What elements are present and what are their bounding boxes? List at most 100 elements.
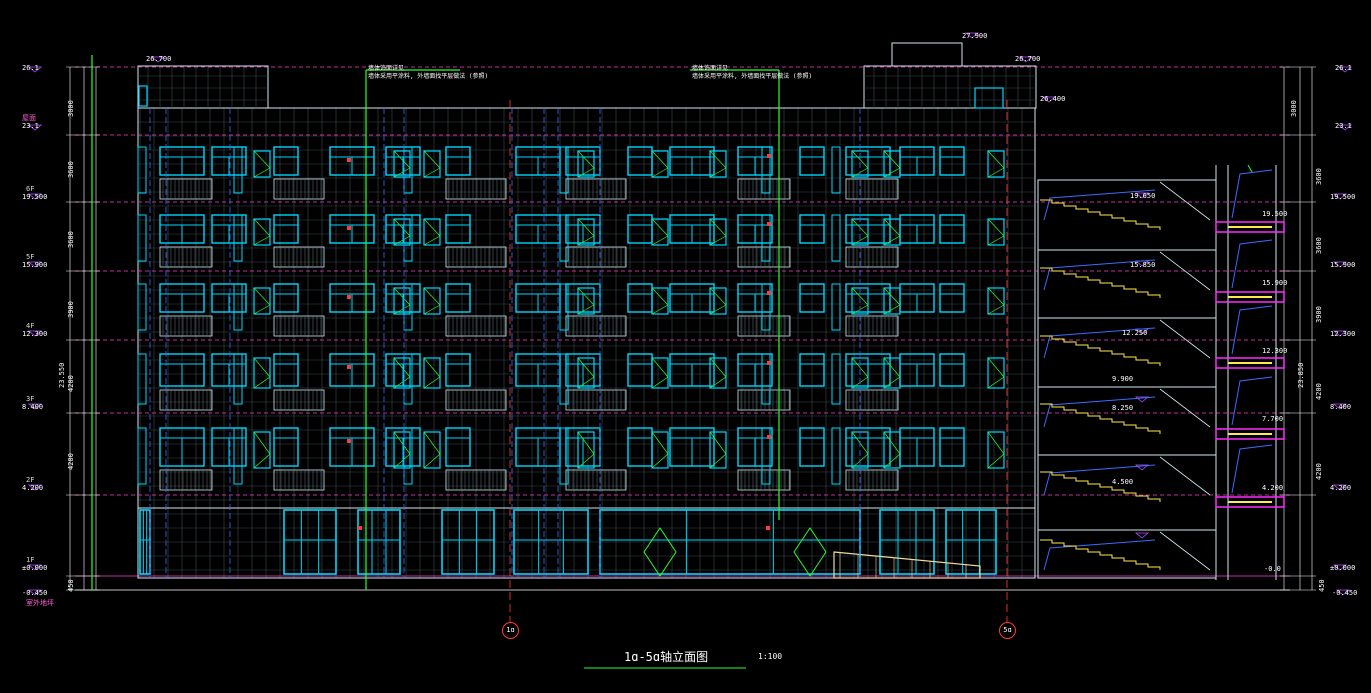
level-marker-right bbox=[1337, 66, 1353, 73]
dim-left-5: 4200 bbox=[67, 453, 75, 470]
balcony-railing bbox=[845, 246, 899, 268]
balcony-railing bbox=[737, 469, 791, 491]
roof-window-left bbox=[138, 85, 148, 107]
dim-right-6: 450 bbox=[1318, 579, 1326, 592]
window-frame bbox=[273, 427, 299, 467]
balcony-railing bbox=[845, 389, 899, 411]
casement-window bbox=[577, 431, 595, 469]
casement-swing bbox=[883, 150, 901, 169]
dim-right-1: 3600 bbox=[1315, 168, 1323, 185]
vertical-slot bbox=[761, 214, 771, 262]
window-frame bbox=[939, 427, 965, 467]
level-right-8-4: 8.400 bbox=[1330, 403, 1352, 411]
axis-bubble-1a[interactable]: 1ɑ bbox=[502, 622, 519, 639]
balcony-railing bbox=[565, 246, 627, 268]
casement-window bbox=[987, 287, 1005, 315]
casement-swing bbox=[651, 431, 669, 455]
balcony-railing bbox=[159, 469, 213, 491]
casement-swing bbox=[709, 167, 727, 178]
casement-swing bbox=[393, 150, 411, 169]
casement-swing bbox=[577, 357, 595, 378]
window-frame bbox=[799, 146, 825, 176]
casement-window bbox=[651, 357, 669, 389]
casement-swing bbox=[393, 218, 411, 237]
vertical-slot bbox=[559, 214, 569, 262]
casement-swing bbox=[393, 357, 411, 378]
casement-window bbox=[709, 431, 727, 469]
balcony-railing bbox=[845, 315, 899, 337]
roof-level-right: 26.700 bbox=[1015, 55, 1041, 63]
roof-level-marker bbox=[964, 32, 980, 39]
note-1-body: 墙体采用平涂料, 外墙面找平层做法 (参照) bbox=[368, 73, 489, 80]
balcony-railing bbox=[159, 178, 213, 200]
ramp-right-level-3: 12.300 bbox=[1262, 347, 1288, 355]
total-height-left: 23.550 bbox=[58, 362, 66, 388]
casement-swing bbox=[709, 357, 727, 378]
ramp-right-level-6: -0.0 bbox=[1264, 565, 1281, 573]
vertical-slot bbox=[233, 146, 243, 194]
casement-window bbox=[393, 218, 411, 246]
vertical-slot bbox=[559, 353, 569, 405]
stair-steps bbox=[1040, 335, 1161, 366]
window-frame bbox=[799, 283, 825, 313]
vertical-slot bbox=[761, 283, 771, 331]
casement-swing bbox=[423, 287, 441, 306]
level-left-0: ±0.000 bbox=[22, 564, 48, 572]
level-left-4-2: 4.200 bbox=[22, 484, 44, 492]
storefront-frame bbox=[879, 509, 935, 575]
casement-window bbox=[709, 287, 727, 315]
level-marker-right bbox=[1332, 330, 1348, 337]
parapet-level: 26.400 bbox=[1040, 95, 1066, 103]
casement-swing bbox=[883, 218, 901, 237]
level-left-19-5: 19.500 bbox=[22, 193, 48, 201]
casement-swing bbox=[253, 304, 271, 315]
ramp-level-4: 9.900 bbox=[1112, 375, 1134, 383]
vertical-slot bbox=[559, 283, 569, 331]
casement-swing bbox=[651, 357, 669, 378]
ramp-level-3: 12.250 bbox=[1122, 329, 1148, 337]
casement-swing bbox=[709, 431, 727, 455]
casement-window bbox=[253, 287, 271, 315]
casement-swing bbox=[253, 287, 271, 306]
level-marker-left bbox=[27, 330, 43, 337]
ramp-level-1: 19.650 bbox=[1130, 192, 1156, 200]
casement-swing bbox=[651, 453, 669, 469]
dim-left-6: 450 bbox=[67, 579, 75, 592]
balcony-railing bbox=[273, 315, 325, 337]
casement-window bbox=[987, 218, 1005, 246]
casement-swing bbox=[709, 235, 727, 246]
vertical-slot bbox=[403, 283, 413, 331]
casement-window bbox=[883, 218, 901, 246]
vertical-slot bbox=[831, 283, 841, 331]
casement-swing bbox=[709, 304, 727, 315]
vertical-slot bbox=[559, 146, 569, 194]
vertical-slot bbox=[831, 146, 841, 194]
dim-right-3: 3900 bbox=[1315, 306, 1323, 323]
vertical-slot bbox=[831, 427, 841, 485]
ramp-level-marker bbox=[1134, 396, 1150, 403]
casement-window bbox=[851, 218, 869, 246]
vertical-slot bbox=[233, 214, 243, 262]
entrance-ramp bbox=[833, 551, 981, 579]
casement-window bbox=[883, 287, 901, 315]
note-2-body: 墙体采用平涂料, 外墙面找平层做法 (参照) bbox=[692, 73, 813, 80]
ramp-level-marker bbox=[1134, 532, 1150, 539]
note-1-title: 墙体饰面详见 bbox=[368, 65, 405, 72]
casement-window bbox=[423, 150, 441, 178]
red-marker bbox=[767, 222, 771, 226]
level-left-tag-2f: 2F bbox=[26, 476, 35, 484]
vertical-slot bbox=[831, 214, 841, 262]
ramp-slope bbox=[1043, 189, 1156, 221]
level-left-tag-ground: 室外地坪 bbox=[26, 599, 54, 607]
red-marker bbox=[767, 435, 771, 439]
casement-window bbox=[709, 218, 727, 246]
casement-swing bbox=[577, 304, 595, 315]
casement-window bbox=[393, 287, 411, 315]
level-marker-left bbox=[27, 66, 43, 73]
axis-bubble-5a[interactable]: 5ɑ bbox=[999, 622, 1016, 639]
window-frame bbox=[445, 214, 471, 244]
level-marker-right bbox=[1332, 261, 1348, 268]
casement-window bbox=[987, 431, 1005, 469]
drawing-scale: 1:100 bbox=[758, 652, 783, 661]
